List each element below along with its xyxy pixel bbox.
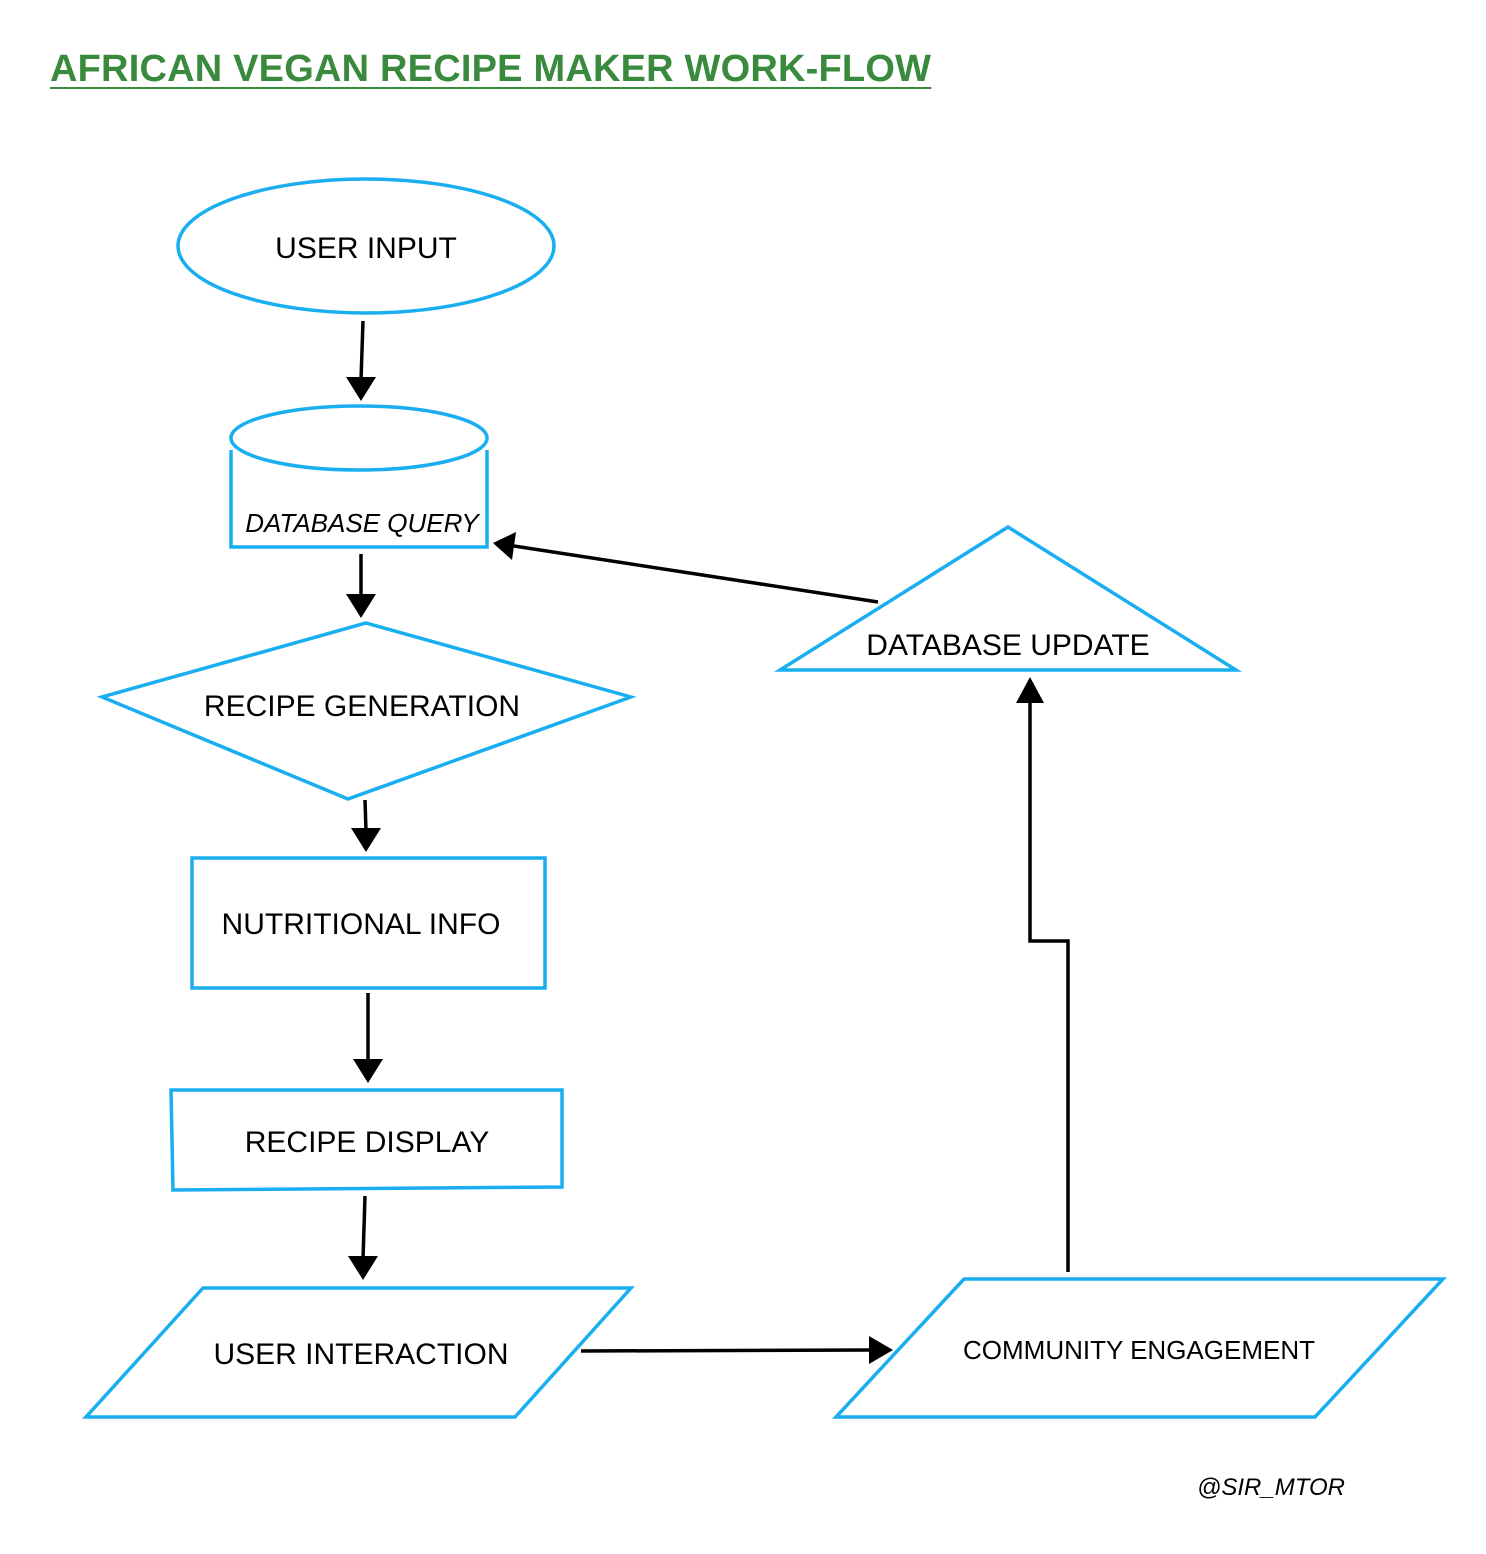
- arrowhead: [353, 1059, 383, 1083]
- arrow-user-interaction-to-community-engagement: [580, 1336, 893, 1364]
- nutritional-info-rect: [190, 856, 547, 990]
- node-recipe-generation: RECIPE GENERATION: [96, 621, 637, 801]
- arrow-database-query-to-recipe-generation: [346, 554, 376, 618]
- database-query-cylinder-top: [229, 404, 489, 472]
- arrowhead: [1016, 677, 1044, 703]
- user-interaction-label: USER INTERACTION: [213, 1338, 508, 1371]
- node-community-engagement: COMMUNITY ENGAGEMENT: [831, 1277, 1448, 1419]
- recipe-display-label: RECIPE DISPLAY: [245, 1126, 490, 1159]
- database-update-triangle: [773, 524, 1243, 672]
- user-interaction-parallelogram: [82, 1286, 635, 1419]
- user-input-ellipse: [176, 177, 556, 315]
- arrow-user-input-to-database-query: [346, 320, 376, 401]
- user-input-label: USER INPUT: [275, 232, 457, 265]
- arrowhead: [348, 1256, 378, 1280]
- arrowhead: [346, 594, 376, 618]
- arrowhead: [346, 377, 376, 401]
- node-database-query: DATABASE QUERY: [229, 404, 489, 549]
- diagram-title: AFRICAN VEGAN RECIPE MAKER WORK-FLOW: [50, 48, 932, 90]
- database-update-label: DATABASE UPDATE: [866, 629, 1149, 662]
- arrowhead: [493, 532, 516, 560]
- recipe-generation-label: RECIPE GENERATION: [204, 690, 520, 723]
- node-user-input: USER INPUT: [176, 177, 556, 315]
- arrow-community-engagement-to-database-update: [1016, 677, 1070, 1272]
- author-credit: @SIR_MTOR: [1197, 1474, 1345, 1501]
- node-nutritional-info: NUTRITIONAL INFO: [190, 856, 547, 990]
- database-query-label: DATABASE QUERY: [245, 508, 480, 538]
- node-recipe-display: RECIPE DISPLAY: [169, 1088, 564, 1192]
- database-query-cylinder-body: [229, 450, 489, 549]
- arrow-recipe-generation-to-nutritional-info: [351, 799, 381, 852]
- recipe-generation-diamond: [96, 621, 637, 801]
- arrowhead: [869, 1336, 893, 1364]
- nutritional-info-label: NUTRITIONAL INFO: [222, 908, 501, 941]
- arrow-recipe-display-to-user-interaction: [348, 1195, 378, 1280]
- community-engagement-parallelogram: [831, 1277, 1448, 1419]
- arrowhead: [351, 828, 381, 852]
- arrow-nutritional-info-to-recipe-display: [353, 993, 383, 1083]
- community-engagement-label: COMMUNITY ENGAGEMENT: [963, 1335, 1315, 1365]
- arrow-database-update-to-database-query: [493, 532, 879, 604]
- node-user-interaction: USER INTERACTION: [82, 1286, 635, 1419]
- recipe-display-rect: [169, 1088, 564, 1192]
- node-database-update: DATABASE UPDATE: [773, 524, 1243, 672]
